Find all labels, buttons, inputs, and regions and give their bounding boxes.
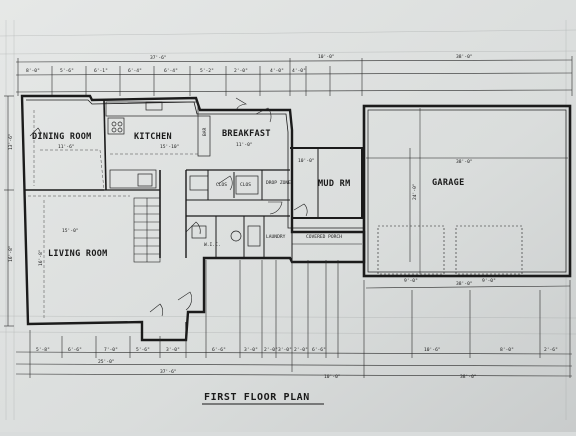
plan-title: FIRST FLOOR PLAN — [204, 392, 310, 403]
room-label-dining: DINING ROOM — [32, 132, 92, 142]
dim-garage-depth: 24'-0" — [412, 183, 418, 200]
dim-bottom-segment: 3'-0" — [244, 347, 258, 353]
dim-bottom-segment: 2'-0" — [294, 347, 308, 353]
bottom-dimension-lines — [15, 260, 573, 378]
dim-top-segment: 8'-0" — [26, 68, 40, 74]
room-label-garage: GARAGE — [432, 178, 465, 188]
dim-bottom-c: 10'-0" — [324, 374, 341, 380]
kitchen-counters — [105, 101, 261, 247]
dim-living-width: 15'-0" — [62, 228, 79, 234]
bottom-dimension-labels: 5'-8"6'-6"7'-0"5'-6"3'-0"6'-6"3'-0"2'-0"… — [36, 347, 558, 353]
dim-bottom-segment: 6'-6" — [212, 347, 226, 353]
door-swings — [29, 97, 308, 317]
dim-top-segment: 4'-0" — [292, 68, 306, 74]
room-label-mud: MUD RM — [318, 179, 351, 189]
top-dimension-lines — [15, 56, 573, 96]
dim-left-2: 16'-8" — [8, 245, 14, 262]
dim-bottom-segment: 7'-0" — [104, 347, 118, 353]
dim-top-segment: 6'-1" — [94, 68, 108, 74]
dim-garage-bottom: 38'-0" — [456, 281, 473, 287]
dim-dining-width: 11'-6" — [58, 144, 75, 150]
dim-kitchen-width: 15'-10" — [160, 144, 179, 150]
dim-bottom-segment: 3'-0" — [278, 347, 292, 353]
garage-walls — [362, 104, 572, 278]
room-label-kitchen: KITCHEN — [134, 132, 172, 142]
dim-bottom-segment: 10'-6" — [424, 347, 441, 353]
dim-bottom-d: 38'-0" — [460, 374, 477, 380]
staircase — [133, 197, 161, 263]
room-label-clos-2: CLOS — [240, 182, 251, 188]
dim-mud-width: 10'-0" — [298, 158, 315, 164]
dim-top-segment: 4'-0" — [270, 68, 284, 74]
dim-bottom-segment: 3'-0" — [166, 347, 180, 353]
dim-garage-door-left: 9'-0" — [404, 278, 418, 284]
room-label-clos-1: CLOS — [216, 182, 227, 188]
room-label-bar: BAR — [202, 127, 208, 136]
dim-top-segment: 6'-4" — [164, 68, 178, 74]
dim-left-1: 13'-6" — [8, 133, 14, 150]
room-label-drop-zone: DROP ZONE — [266, 180, 291, 186]
dim-top-overall-right: 38'-0" — [456, 54, 473, 60]
room-label-living: LIVING ROOM — [48, 249, 108, 259]
dim-top-overall-mid: 10'-0" — [318, 54, 335, 60]
garage-dimension-lines — [365, 148, 571, 289]
dim-bottom-b: 37'-6" — [160, 369, 177, 375]
dim-living-depth: 16'-8" — [38, 249, 44, 266]
dim-bottom-segment: 2'-6" — [544, 347, 558, 353]
dim-bottom-segment: 5'-8" — [36, 347, 50, 353]
dim-bottom-segment: 6'-6" — [312, 347, 326, 353]
room-label-wic: W.I.C. — [204, 242, 221, 248]
dim-breakfast-width: 11'-0" — [236, 142, 253, 148]
dim-garage-width: 38'-0" — [456, 159, 473, 165]
dim-top-segment: 6'-4" — [128, 68, 142, 74]
room-label-breakfast: BREAKFAST — [222, 129, 271, 139]
dim-bottom-segment: 2'-0" — [264, 347, 278, 353]
left-dimension-lines — [4, 95, 14, 327]
room-label-laundry: LAUNDRY — [266, 234, 286, 240]
top-dimension-labels: 8'-0" 5'-6" 6'-1" 6'-4" 6'-4" 5'-2" 2'-0" 4'-0"… — [26, 68, 306, 74]
dashed-lines — [28, 110, 200, 318]
room-label-porch: COVERED PORCH — [306, 234, 342, 240]
dim-bottom-segment: 6'-6" — [68, 347, 82, 353]
dim-top-segment: 2'-0" — [234, 68, 248, 74]
dim-bottom-segment: 5'-6" — [136, 347, 150, 353]
construction-lines — [0, 20, 576, 420]
dim-garage-door-right: 9'-0" — [482, 278, 496, 284]
dim-top-segment: 5'-6" — [60, 68, 74, 74]
dim-bottom-a: 25'-0" — [98, 359, 115, 365]
dim-top-segment: 5'-2" — [200, 68, 214, 74]
dim-bottom-segment: 8'-0" — [500, 347, 514, 353]
dim-top-overall-left: 37'-6" — [150, 55, 167, 61]
